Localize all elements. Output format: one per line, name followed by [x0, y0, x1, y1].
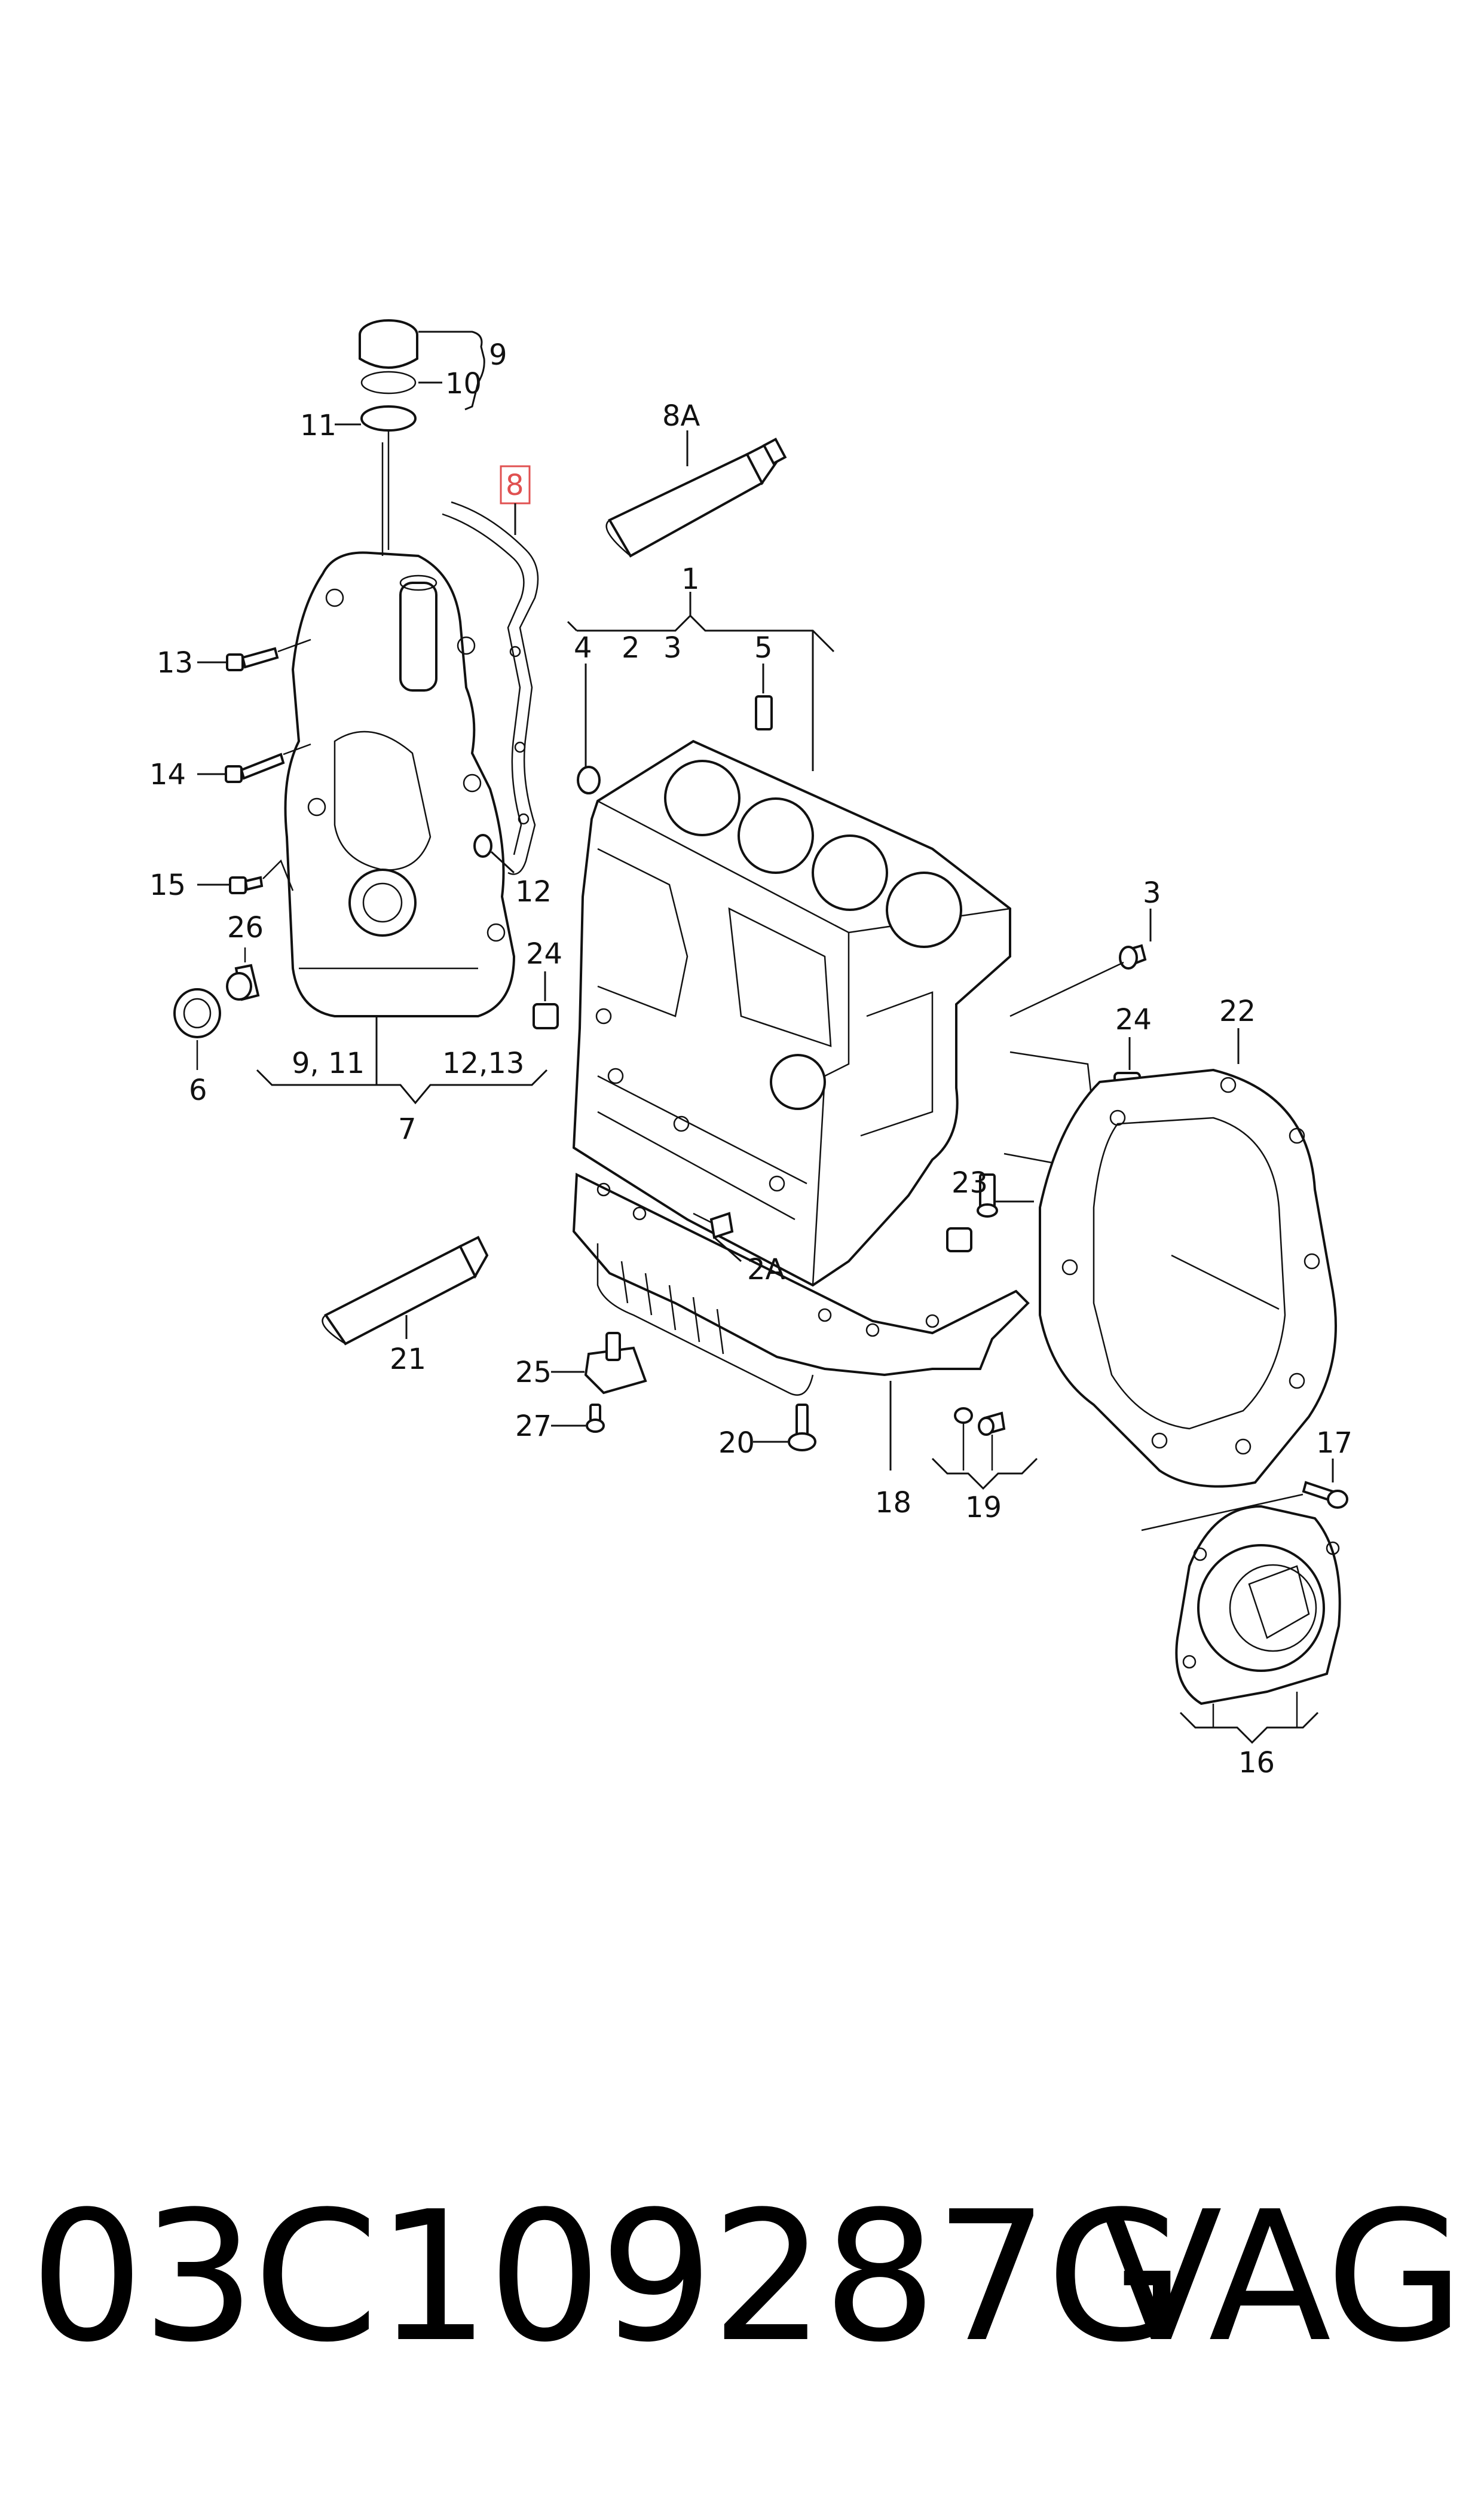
callout-24-left: 24 — [526, 937, 562, 971]
engine-block-exploded-diagram: 9 10 11 13 14 15 — [149, 319, 1353, 1780]
callout-17: 17 — [1316, 1426, 1353, 1460]
timing-cover-gasket-8 — [442, 501, 539, 875]
cylinder-block — [572, 739, 1011, 1287]
callout-2a: 2A — [747, 1253, 785, 1286]
callout-25: 25 — [515, 1356, 552, 1389]
callout-18: 18 — [875, 1486, 911, 1520]
callout-24-right: 24 — [1115, 1003, 1152, 1037]
plug-4 — [577, 766, 601, 794]
sleeve-24-left — [533, 1003, 559, 1029]
callout-4: 4 — [574, 631, 592, 665]
timing-chain-cover — [284, 551, 516, 1017]
callout-5: 5 — [754, 631, 773, 665]
callout-2: 2 — [622, 631, 640, 665]
oil-spray-jet-2a — [693, 1212, 734, 1239]
callout-26: 26 — [227, 911, 264, 944]
callout-12: 12 — [515, 875, 552, 909]
callout-12-13: 12,13 — [442, 1047, 524, 1080]
seal-6 — [173, 988, 221, 1038]
drain-plug-19 — [954, 1407, 1006, 1436]
bolt-17 — [1302, 1481, 1348, 1509]
brand-label: VAG — [1100, 2173, 1464, 2382]
callout-27: 27 — [515, 1410, 552, 1443]
oil-sump — [572, 1172, 1030, 1396]
callout-21: 21 — [390, 1343, 426, 1376]
bolt-23 — [977, 1173, 998, 1218]
plug-3 — [1119, 944, 1147, 970]
bolt-15 — [229, 876, 264, 894]
sealant-tube-8a — [605, 438, 787, 558]
bolt-14 — [225, 753, 285, 783]
callout-22: 22 — [1219, 995, 1256, 1028]
part-number: 03C109287G — [30, 2173, 1185, 2382]
rear-crankshaft-seal-flange-16 — [1175, 1505, 1341, 1705]
dowel-5 — [755, 695, 773, 730]
bolt-13 — [226, 647, 279, 671]
callout-9-11: 9, 11 — [292, 1047, 365, 1080]
callout-1: 1 — [681, 562, 700, 596]
callout-23: 23 — [951, 1166, 988, 1200]
bolt-27 — [586, 1404, 605, 1433]
callout-19: 19 — [965, 1491, 1002, 1524]
oil-filler-cap — [359, 319, 418, 550]
callout-8a: 8A — [662, 399, 700, 433]
bolt-20 — [788, 1404, 816, 1451]
oil-level-sender-25 — [584, 1332, 647, 1395]
callout-3-right: 3 — [1143, 876, 1161, 910]
callout-13: 13 — [157, 646, 193, 680]
sealant-tube-21 — [322, 1236, 489, 1346]
bush-26 — [226, 964, 260, 1001]
callout-10: 10 — [445, 367, 482, 401]
callout-8: 8 — [506, 469, 524, 502]
intermediate-plate-22 — [1039, 1068, 1337, 1488]
seal-12 — [473, 834, 492, 858]
callout-16: 16 — [1238, 1746, 1275, 1780]
callout-20: 20 — [718, 1426, 755, 1460]
callout-15: 15 — [149, 869, 186, 902]
callout-11: 11 — [300, 409, 336, 442]
footer: 03C109287G VAG — [0, 2152, 1484, 2439]
callout-3: 3 — [663, 631, 682, 665]
callout-14: 14 — [149, 758, 186, 791]
callout-9: 9 — [489, 338, 507, 372]
callout-6: 6 — [189, 1074, 207, 1107]
callout-7: 7 — [398, 1112, 417, 1146]
sleeve-23 — [946, 1227, 972, 1252]
